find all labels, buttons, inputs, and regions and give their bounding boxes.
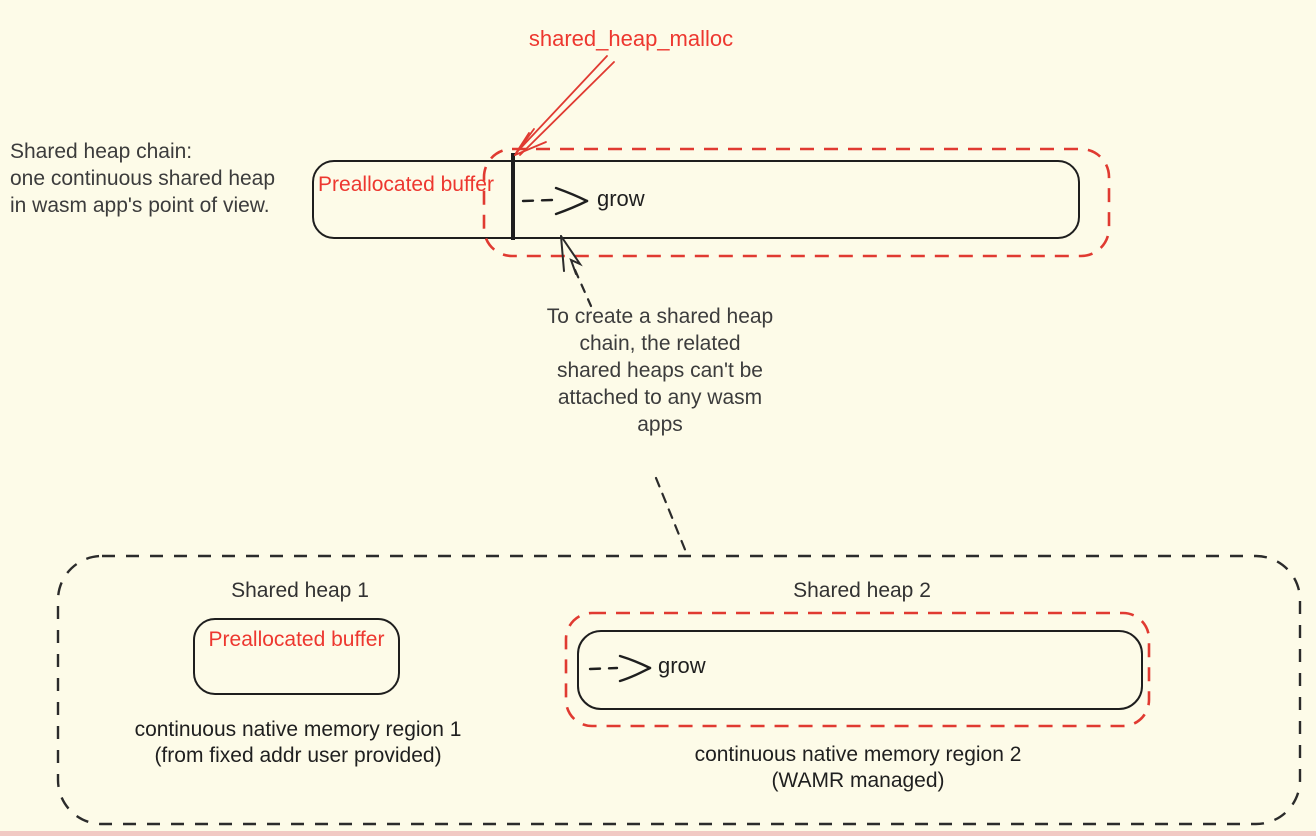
constraint-note-line: To create a shared heap	[546, 305, 774, 328]
heap1-preallocated-buffer-label: Preallocated buffer	[208, 628, 385, 651]
heap1-title: Shared heap 1	[231, 579, 369, 602]
constraint-note-line: attached to any wasm	[557, 386, 763, 409]
constraint-note-line: chain, the related	[579, 332, 741, 355]
heap1-caption-line: (from fixed addr user provided)	[154, 744, 442, 767]
constraint-note-line: shared heaps can't be	[557, 359, 763, 382]
heap1-caption: continuous native memory region 1 (from …	[98, 717, 498, 769]
shared-heap-chain-constraint-note: To create a shared heap chain, the relat…	[495, 303, 825, 438]
constraint-note-line: apps	[637, 413, 683, 436]
malloc-function-label: shared_heap_malloc	[528, 26, 734, 51]
heap-chain-note-line: Shared heap chain:	[10, 140, 193, 163]
preallocated-buffer-label: Preallocated buffer	[318, 173, 494, 196]
bottom-edge-strip	[0, 831, 1316, 836]
heap-chain-note-line: one continuous shared heap	[10, 167, 276, 190]
malloc-arrow-icon	[514, 55, 615, 156]
allocation-boundary-tick	[511, 153, 515, 240]
grow-label-1: grow	[597, 186, 645, 211]
heap2-caption-line: (WAMR managed)	[771, 769, 945, 792]
heap1-caption-line: continuous native memory region 1	[134, 718, 462, 741]
heap2-title: Shared heap 2	[793, 579, 931, 602]
heap-chain-note-line: in wasm app's point of view.	[10, 194, 270, 217]
heap-chain-note: Shared heap chain: one continuous shared…	[10, 138, 320, 219]
note-connector-line-lower	[654, 476, 688, 554]
grow-label-2: grow	[658, 653, 706, 678]
cursor-arrow-icon	[560, 235, 583, 275]
note-connector-line-upper	[573, 268, 593, 308]
heap2-caption-line: continuous native memory region 2	[694, 743, 1022, 766]
heap2-caption: continuous native memory region 2 (WAMR …	[658, 742, 1058, 794]
